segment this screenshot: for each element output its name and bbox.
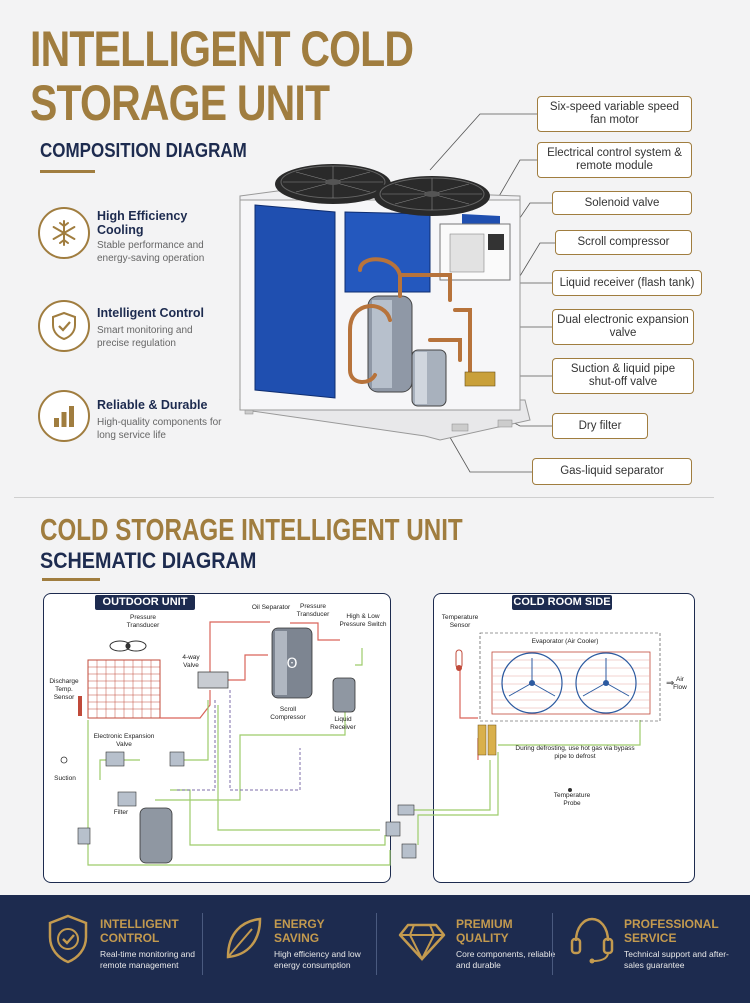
feature-desc: Smart monitoring and precise regulation [97,325,193,349]
callout-dry-filter: Dry filter [552,413,648,439]
footer-desc: Technical support and after-sales guaran… [624,949,729,970]
leaf-icon [220,913,268,969]
section-divider [14,497,714,498]
section-subtitle-composition: COMPOSITION DIAGRAM [40,140,247,162]
footer-separator [376,913,377,975]
headset-icon [568,913,616,969]
feature-desc: High-quality components for long service… [97,417,222,441]
shield-check-icon [46,913,94,969]
footer-item: INTELLIGENT CONTROL Real-time monitoring… [46,913,196,983]
feature-title: Intelligent Control [97,306,204,320]
fan-2 [374,176,490,216]
footer-title: INTELLIGENT CONTROL [100,917,179,945]
label-oil-separator: Oil Separator [251,604,291,611]
callout-scroll-compressor: Scroll compressor [555,230,692,255]
schematic-subtitle: SCHEMATIC DIAGRAM [40,548,257,573]
gold-underline [42,578,100,581]
feature-title: High Efficiency Cooling [97,209,188,237]
snowflake-icon [38,207,90,259]
label-suction: Suction [54,775,76,782]
label-discharge-sensor: Discharge Temp. Sensor [49,678,79,701]
callout-fan-motor: Six-speed variable speed fan motor [537,96,692,132]
footer-separator [552,913,553,975]
label-defrost: During defrosting, use hot gas via bypas… [515,745,635,760]
label-evaporator: Evaporator (Air Cooler) [531,638,599,645]
feature-item: Reliable & Durable High-quality componen… [38,390,238,454]
svg-text:ʘ: ʘ [286,656,297,672]
title-line-2: STORAGE UNIT [30,75,330,131]
cold-room-panel [433,593,695,883]
diamond-icon [398,913,446,969]
label-temp-probe: Temperature Probe [553,792,591,807]
footer-separator [202,913,203,975]
label-pressure-transducer: Pressure Transducer [126,614,160,629]
footer-band: INTELLIGENT CONTROL Real-time monitoring… [0,895,750,1003]
label-temp-sensor: Temperature Sensor [441,614,479,629]
bar-chart-icon [38,390,90,442]
callout-liquid-receiver: Liquid receiver (flash tank) [552,270,702,296]
label-4way-valve: 4-way Valve [182,654,200,669]
feature-item: High Efficiency Cooling Stable performan… [38,207,238,271]
callout-solenoid-valve: Solenoid valve [552,191,692,215]
label-air-flow: Air Flow [673,676,687,691]
callout-gas-liquid-separator: Gas-liquid separator [532,458,692,485]
shield-check-icon [38,300,90,352]
schematic-diagram: ʘ ⇒ [60,621,674,866]
page-title: INTELLIGENT COLD STORAGE UNIT [30,21,414,131]
label-filter: Filter [113,809,129,816]
footer-item: PREMIUM QUALITY Core components, reliabl… [398,913,555,983]
feature-item: Intelligent Control Smart monitoring and… [38,300,238,364]
label-scroll-compressor: Scroll Compressor [270,706,306,721]
condenser-coil [87,659,161,719]
feature-title: Reliable & Durable [97,398,208,412]
label-liquid-receiver: Liquid Receiver [330,716,356,731]
footer-desc: High efficiency and low energy consumpti… [274,949,361,970]
callout-shut-off-valve: Suction & liquid pipe shut-off valve [552,358,694,394]
outdoor-unit-panel [43,593,391,883]
unit-illustration [239,113,555,473]
footer-title: PREMIUM QUALITY [456,917,513,945]
label-eev: Electronic Expansion Valve [93,733,155,748]
fan-1 [275,164,391,204]
footer-desc: Core components, reliable and durable [456,949,556,970]
cold-room-tag: COLD ROOM SIDE [512,595,612,610]
footer-title: ENERGY SAVING [274,917,325,945]
footer-desc: Real-time monitoring and remote manageme… [100,949,195,970]
outdoor-unit-tag: OUTDOOR UNIT [95,595,195,610]
label-pressure-transducer-2: Pressure Transducer [296,603,330,618]
feature-desc: Stable performance and energy-saving ope… [97,240,205,264]
footer-title: PROFESSIONAL SERVICE [624,917,719,945]
footer-item: PROFESSIONAL SERVICE Technical support a… [568,913,743,983]
title-line-1: INTELLIGENT COLD [30,21,414,77]
callout-expansion-valve: Dual electronic expansion valve [552,309,694,345]
schematic-title: COLD STORAGE INTELLIGENT UNIT [40,512,463,547]
svg-text:⇒: ⇒ [666,678,674,689]
gold-underline [40,170,95,173]
footer-item: ENERGY SAVING High efficiency and low en… [220,913,370,983]
callout-electrical-control: Electrical control system & remote modul… [537,142,692,178]
label-hl-switch: High & Low Pressure Switch [339,613,387,628]
